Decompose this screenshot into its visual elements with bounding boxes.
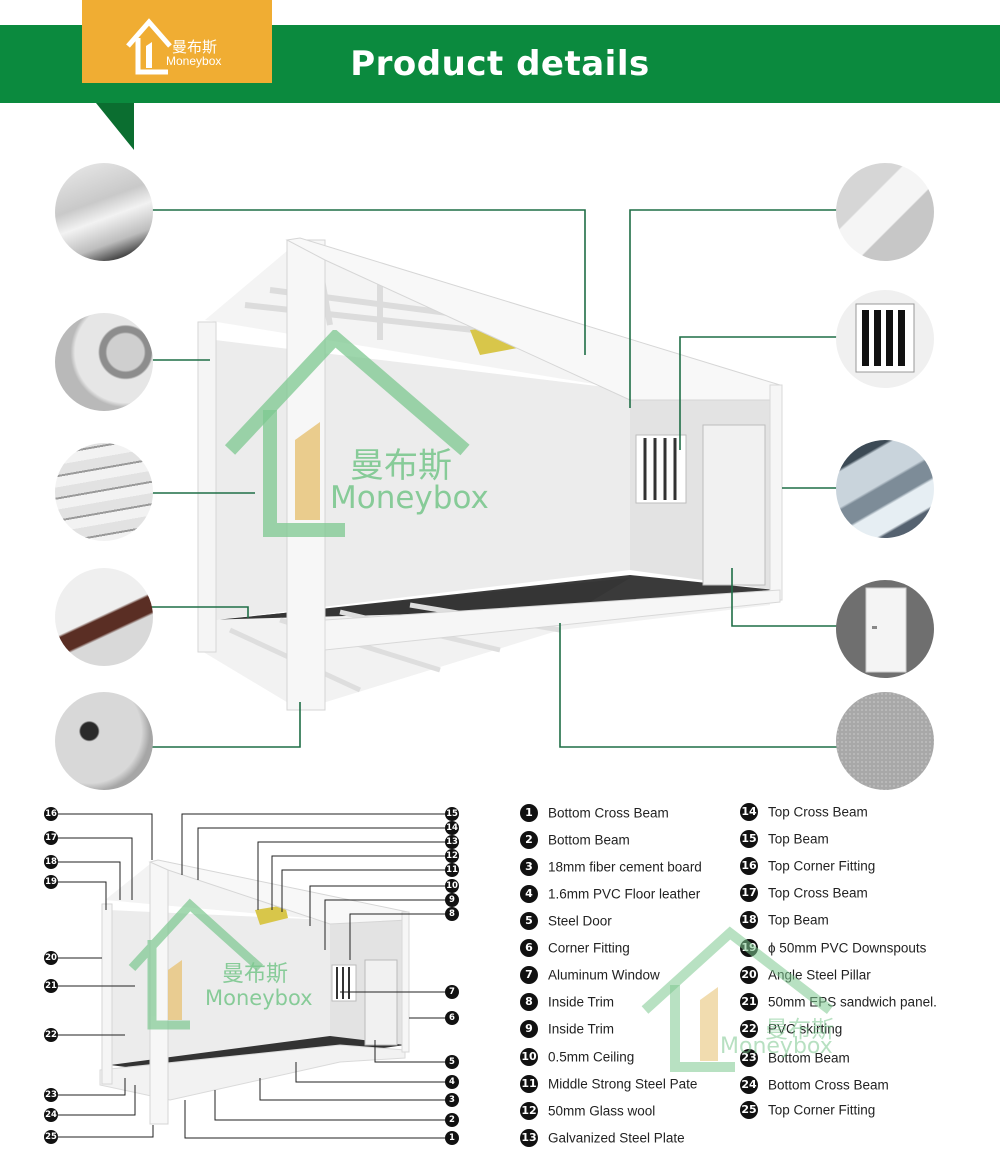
diagram-number: 3 <box>445 1093 459 1107</box>
photo-top-corner <box>836 163 934 261</box>
page-title: Product details <box>350 44 650 84</box>
diagram-number: 4 <box>445 1075 459 1089</box>
diagram-number: 8 <box>445 907 459 921</box>
diagram-number: 5 <box>445 1055 459 1069</box>
numbered-diagram <box>58 813 445 1139</box>
diagram-number: 9 <box>445 893 459 907</box>
photo-aluminum-window <box>836 290 934 388</box>
container-illustration <box>150 209 838 748</box>
diagram-number: 11 <box>445 863 459 877</box>
diagram-number: 12 <box>445 849 459 863</box>
watermark-house-icon <box>225 330 470 537</box>
diagram-number: 14 <box>445 821 459 835</box>
diagram-number: 10 <box>445 879 459 893</box>
watermark-cn: 曼布斯 <box>350 446 452 486</box>
legend-watermark-house-icon <box>641 926 834 1072</box>
header-decor <box>96 103 134 150</box>
diagram-number: 23 <box>44 1088 58 1102</box>
diagram-watermark-en: Moneybox <box>205 986 313 1010</box>
legend-watermark-en: Moneybox <box>720 1034 833 1059</box>
diagram-number: 18 <box>44 855 58 869</box>
photo-pvc-pipe <box>55 313 153 411</box>
photo-pvc-skirting <box>55 568 153 666</box>
photo-corrugated-roof <box>55 163 153 261</box>
photo-ceiling-board <box>836 692 934 790</box>
logo-text-cn: 曼布斯 <box>172 38 218 56</box>
logo-house-icon <box>126 18 172 75</box>
photo-corner-fitting <box>55 692 153 790</box>
legend-watermark-cn: 曼布斯 <box>765 1017 834 1043</box>
diagram-number: 15 <box>445 807 459 821</box>
diagram-number: 2 <box>445 1113 459 1127</box>
watermark-en: Moneybox <box>330 480 489 516</box>
logo-text-en: Moneybox <box>166 54 222 68</box>
diagram-number: 13 <box>445 835 459 849</box>
diagram-number: 22 <box>44 1028 58 1042</box>
diagram-watermark-cn: 曼布斯 <box>222 962 289 987</box>
diagram-number: 20 <box>44 951 58 965</box>
logo-badge <box>82 0 272 83</box>
diagram-number: 16 <box>44 807 58 821</box>
diagram-number: 24 <box>44 1108 58 1122</box>
diagram-number: 6 <box>445 1011 459 1025</box>
photo-steel-pillars <box>836 440 934 538</box>
diagram-number: 1 <box>445 1131 459 1145</box>
diagram-number: 25 <box>44 1130 58 1144</box>
diagram-number: 19 <box>44 875 58 889</box>
photo-steel-door <box>836 580 934 678</box>
photo-sandwich-panel <box>55 443 153 541</box>
diagram-number: 17 <box>44 831 58 845</box>
diagram-number: 21 <box>44 979 58 993</box>
diagram-number: 7 <box>445 985 459 999</box>
